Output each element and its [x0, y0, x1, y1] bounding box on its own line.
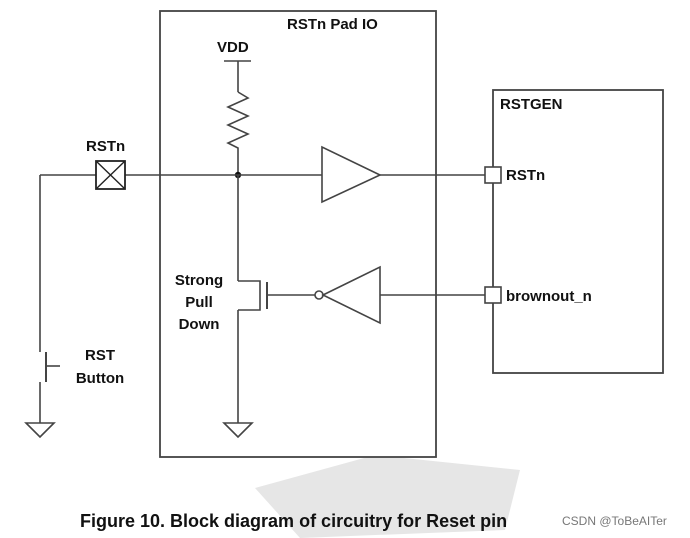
button-label-line2: Button	[76, 370, 124, 387]
rstgen-port-rstn	[484, 166, 502, 184]
figure-caption: Figure 10. Block diagram of circuitry fo…	[80, 511, 507, 531]
pull-down-label-line3: Down	[179, 316, 220, 333]
vdd-label: VDD	[217, 39, 249, 56]
rstgen-port-rstn-label: RSTn	[506, 167, 545, 184]
pin-pad-icon	[95, 160, 126, 190]
rstgen-block	[492, 89, 664, 374]
ground-icon	[222, 422, 254, 439]
watermark-shape	[255, 455, 520, 538]
pin-label: RSTn	[86, 138, 125, 155]
pad-io-title: RSTn Pad IO	[287, 16, 378, 33]
pull-down-label-line1: Strong	[175, 272, 223, 289]
button-label-line1: RST	[85, 347, 115, 364]
pull-down-label-line2: Pull	[185, 294, 213, 311]
ground-icon	[24, 422, 56, 439]
nmos-transistor-icon	[238, 280, 316, 311]
rstgen-title: RSTGEN	[500, 96, 563, 113]
watermark-text: CSDN @ToBeAITer	[562, 514, 667, 528]
resistor-icon	[226, 91, 250, 175]
rstgen-port-brownout	[484, 286, 502, 304]
pad-io-block	[159, 10, 437, 458]
push-button-icon	[45, 352, 60, 382]
rstgen-port-brownout-label: brownout_n	[506, 288, 592, 305]
buffer-icon	[321, 145, 382, 204]
